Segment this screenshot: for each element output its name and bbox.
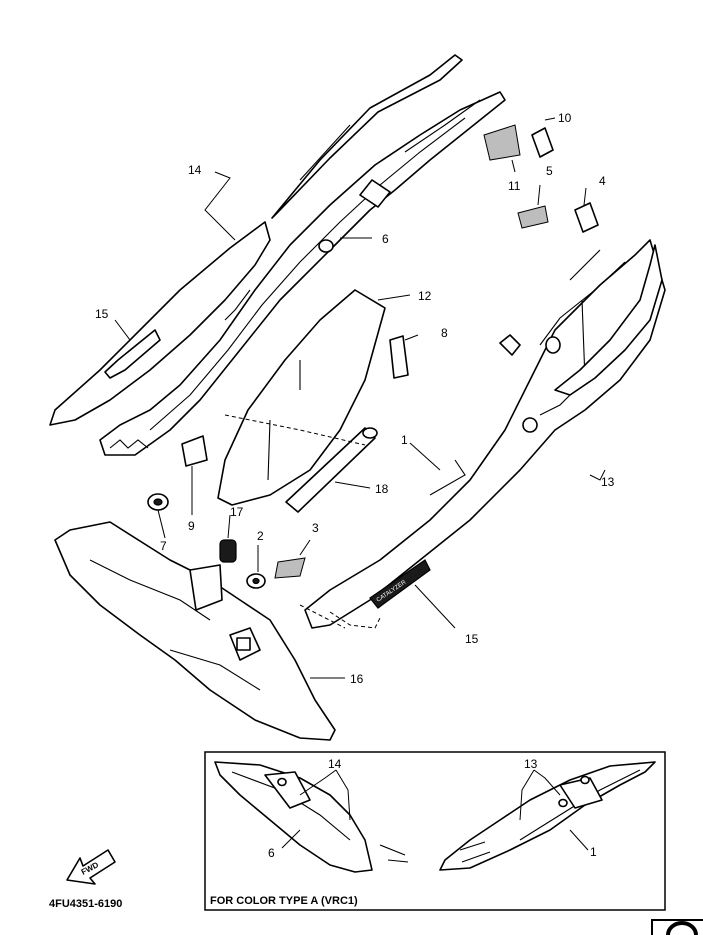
- corner-logo-icon: [651, 919, 703, 935]
- part-17-grommet: [219, 539, 237, 563]
- callout-10: 10: [558, 111, 572, 125]
- callout-7: 7: [160, 539, 167, 553]
- callout-9: 9: [188, 519, 195, 533]
- diagram-code: 4FU4351-6190: [49, 898, 122, 910]
- part-1-right-side-cover: [304, 239, 666, 629]
- part-8-block: [389, 335, 409, 379]
- part-6-left-side-cover: [99, 91, 506, 456]
- part-3-pad: [274, 557, 306, 579]
- fwd-arrow-icon: FWD: [66, 849, 116, 885]
- callout-1: 1: [401, 433, 408, 447]
- color-type-inset: 14 13 6 1 FOR COLOR TYPE A (VRC1): [204, 751, 666, 911]
- inset-callout-13: 13: [524, 757, 538, 771]
- leader-lines: [114, 117, 606, 679]
- part-7-grommet: [147, 493, 169, 511]
- inset-caption: FOR COLOR TYPE A (VRC1): [210, 895, 358, 907]
- part-9-block: [181, 435, 208, 467]
- callout-3: 3: [312, 521, 319, 535]
- part-18-tube: [285, 427, 378, 513]
- part-4-block: [574, 202, 599, 233]
- callout-15: 15: [95, 307, 109, 321]
- part-16-front-cover: [54, 521, 336, 741]
- inset-callout-14: 14: [328, 757, 342, 771]
- part-13-right-decal: [554, 244, 663, 396]
- callout-16: 16: [350, 672, 364, 686]
- part-12-panel: [217, 289, 386, 506]
- callout-17: 17: [230, 505, 244, 519]
- inset-left-cover: [214, 761, 409, 873]
- callout-8: 8: [441, 326, 448, 340]
- inset-callout-6: 6: [268, 846, 275, 860]
- part-5-pad: [517, 205, 549, 229]
- inset-right-cover: [439, 761, 656, 871]
- callout-6: 6: [382, 232, 389, 246]
- part-2-grommet: [246, 573, 266, 589]
- callout-12: 12: [418, 289, 432, 303]
- callout-11: 11: [508, 179, 521, 193]
- inset-callout-1: 1: [590, 845, 597, 859]
- callout-15b: 15: [465, 632, 479, 646]
- part-11-plate: [483, 124, 521, 161]
- callout-18: 18: [375, 482, 389, 496]
- part-15-left-decal: [49, 221, 271, 426]
- callout-13: 13: [601, 475, 615, 489]
- callout-4: 4: [599, 174, 606, 188]
- callout-2: 2: [257, 529, 264, 543]
- callout-5: 5: [546, 164, 553, 178]
- part-10-block: [531, 127, 554, 158]
- callout-14: 14: [188, 163, 202, 177]
- part-14-stripe-decal: [271, 54, 463, 219]
